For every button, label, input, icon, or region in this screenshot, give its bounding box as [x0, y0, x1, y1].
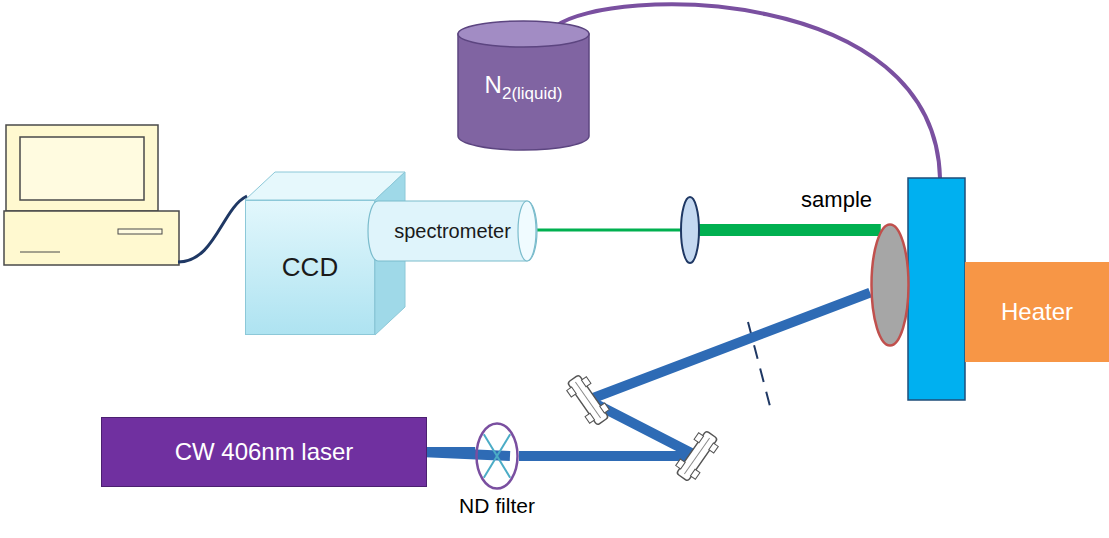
- data-cable: [178, 196, 247, 262]
- mirror-mount: [567, 375, 608, 426]
- computer-icon: [20, 137, 144, 200]
- node-label: sample: [801, 187, 872, 212]
- mirror-mount: [709, 443, 719, 453]
- node-outline: [477, 424, 518, 489]
- computer-icon: [6, 125, 158, 211]
- beam-path: [537, 229, 690, 232]
- computer-icon: [4, 211, 179, 265]
- node-outline: [870, 223, 910, 347]
- node-outline: [475, 422, 519, 490]
- laser-beam: [427, 452, 475, 453]
- emission-beam: [537, 230, 881, 231]
- mirror-mount: [600, 403, 610, 413]
- lens: [681, 197, 699, 263]
- mirror-mount: [575, 382, 600, 418]
- beam-path: [427, 447, 475, 457]
- mirror-mount: [694, 433, 704, 443]
- sample-disc: sample: [870, 223, 910, 347]
- nd-filter: ND filter: [475, 422, 519, 490]
- node-outline: [872, 225, 909, 346]
- mirror-mount: [684, 438, 709, 474]
- subscript-label: 2(liquid): [502, 84, 562, 104]
- beam-path: [519, 293, 870, 456]
- node-label: ND filter: [459, 494, 535, 518]
- nitrogen-dewar: N2(liquid): [457, 20, 590, 150]
- node-label: spectrometer: [394, 220, 511, 243]
- node-outline: [518, 201, 536, 261]
- mirror-mount: [676, 431, 717, 482]
- mirror-mount: [563, 372, 612, 428]
- computer-icon: [118, 229, 162, 234]
- mirror-mount: [567, 387, 577, 397]
- node-outline: [458, 21, 589, 47]
- computer-icon: [20, 252, 60, 253]
- mirror-mount: [690, 469, 700, 479]
- node-outline: [458, 34, 589, 150]
- mirror-mount: [672, 428, 721, 484]
- beam-path: [690, 224, 881, 236]
- ccd-camera: CCD: [245, 200, 375, 335]
- node-outline: [484, 434, 510, 478]
- heater-block: Heater: [965, 262, 1109, 362]
- computer-icon: [4, 125, 179, 265]
- mirror-mount: [581, 377, 591, 387]
- nitrogen-tube: [556, 4, 940, 178]
- node-label: Heater: [1001, 298, 1073, 326]
- cryostat-block: [908, 178, 965, 400]
- label-group: N2(liquid): [485, 71, 563, 99]
- node-label: CCD: [282, 253, 338, 283]
- spectrometer-tube: spectrometer: [368, 200, 537, 262]
- mirror-mount: [585, 413, 595, 423]
- laser-beam: [519, 293, 870, 456]
- node-label: N: [485, 71, 502, 99]
- node-label: CW 406nm laser: [175, 438, 354, 466]
- node-outline: [368, 201, 537, 261]
- mirror-mount: [676, 459, 686, 469]
- laser-box: CW 406nm laser: [101, 417, 427, 487]
- node-outline: [484, 434, 510, 478]
